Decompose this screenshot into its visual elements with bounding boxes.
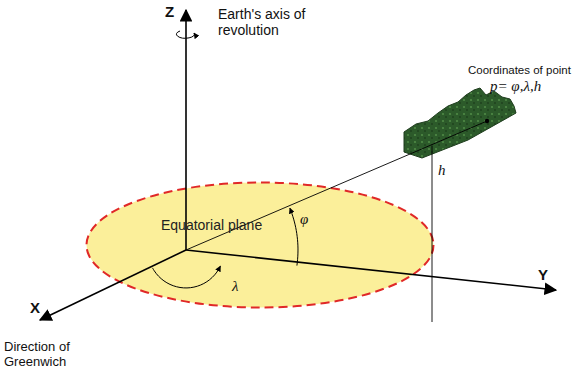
height-line: [432, 146, 433, 322]
axis-letter: Z: [165, 3, 174, 20]
point-dot: [485, 119, 489, 123]
point-note: Coordinates of point: [468, 64, 571, 77]
rotation-arrow: [176, 31, 194, 38]
latitude-arc: [290, 208, 298, 266]
axis-note: Earth's axis of revolution: [218, 6, 330, 38]
terrain-patch: [404, 88, 516, 158]
axis-note: Direction of Greenwich: [4, 340, 90, 370]
height-symbol: h: [438, 162, 446, 179]
y-axis: [186, 250, 556, 290]
longitude-symbol: λ: [232, 278, 239, 295]
latitude-symbol: φ: [300, 211, 308, 228]
plane-label: Equatorial plane: [161, 217, 262, 233]
longitude-arc: [152, 266, 220, 288]
axis-letter: X: [30, 299, 40, 316]
equatorial-plane: Equatorial plane: [85, 181, 435, 309]
z-axis: [185, 10, 187, 250]
plane-outline: [87, 183, 434, 308]
point-coordinates: p= φ,λ,h: [490, 78, 541, 95]
radius-line: [186, 121, 487, 250]
plane-ellipse: [85, 181, 435, 309]
x-axis: [40, 250, 186, 320]
axis-letter: Y: [538, 266, 548, 283]
